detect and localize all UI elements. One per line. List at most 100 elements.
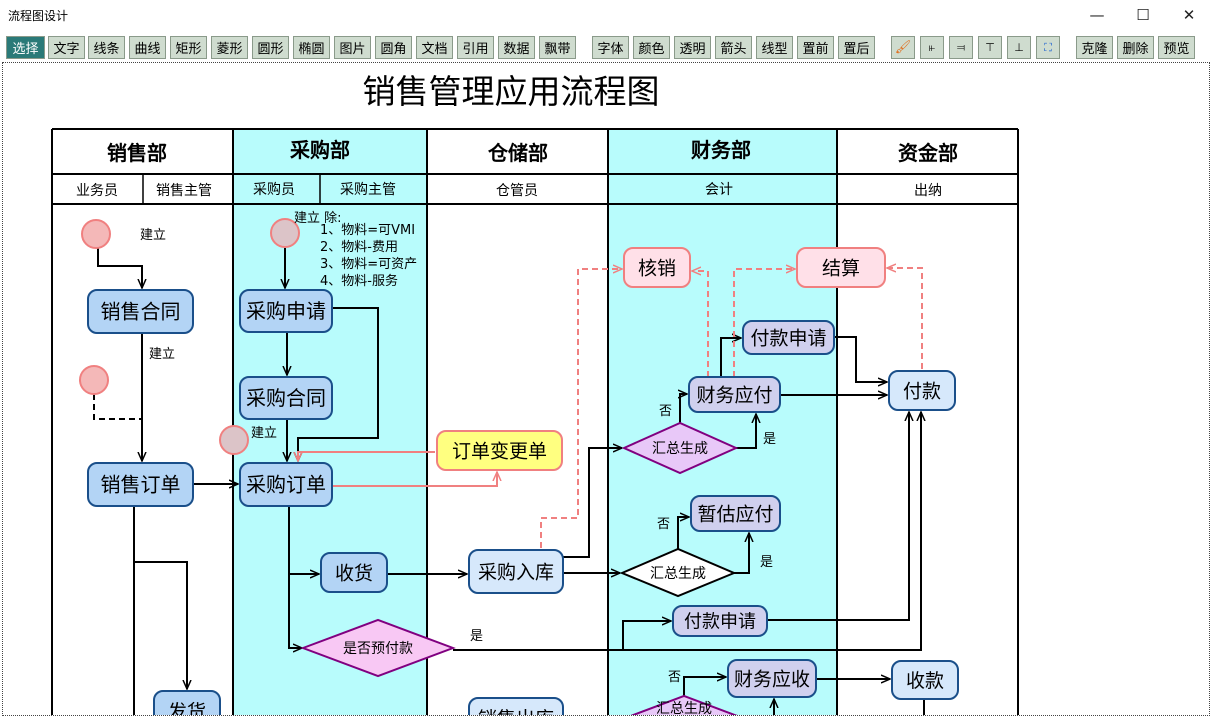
align-top-icon[interactable]: ⊤ (978, 36, 1002, 59)
node-purchase-order[interactable] (239, 462, 333, 507)
tool-select[interactable]: 选择 (6, 36, 45, 59)
label-no: 否 (657, 517, 670, 532)
tool-color[interactable]: 颜色 (633, 36, 670, 59)
select-frame-icon[interactable]: ⛶ (1036, 36, 1060, 59)
tool-line[interactable]: 线条 (88, 36, 125, 59)
decision-summary-2[interactable] (619, 547, 737, 598)
node-label: 财务应收 (734, 668, 810, 690)
role-warehouse-keeper: 仓管员 (496, 183, 538, 199)
align-bottom-icon[interactable]: ⊥ (1007, 36, 1031, 59)
tool-ellipse[interactable]: 椭圆 (293, 36, 330, 59)
note-item-3: 3、物料=可资产 (320, 257, 417, 272)
maximize-button[interactable]: ☐ (1136, 6, 1150, 24)
tool-document[interactable]: 文档 (416, 36, 453, 59)
preview-button[interactable]: 预览 (1158, 36, 1195, 59)
delete-button[interactable]: 删除 (1117, 36, 1154, 59)
decision-label: 汇总生成 (652, 441, 708, 457)
label-yes: 是 (760, 555, 773, 570)
node-ap-est[interactable] (690, 495, 781, 532)
node-label: 核销 (638, 257, 676, 279)
role-cashier: 出纳 (914, 183, 942, 199)
node-label: 付款申请 (750, 327, 826, 349)
node-receive[interactable] (320, 552, 388, 593)
node-pay[interactable] (888, 370, 956, 411)
node-label: 收款 (906, 670, 944, 692)
decision-label: 汇总生成 (650, 566, 706, 582)
diagram-title: 销售管理应用流程图 (363, 72, 660, 111)
node-ship[interactable] (153, 690, 221, 716)
note-create: 建立 (251, 426, 277, 441)
node-label: 结算 (822, 257, 860, 279)
lane-purchase-bg (233, 129, 427, 715)
node-purchase-in[interactable] (468, 549, 564, 594)
node-label: 付款申请 (684, 611, 756, 632)
node-label: 销售出库 (478, 708, 554, 716)
align-left-icon[interactable]: ⫦ (920, 36, 944, 59)
tool-circle[interactable]: 圆形 (252, 36, 289, 59)
clone-button[interactable]: 克隆 (1076, 36, 1113, 59)
tool-ribbon[interactable]: 飘带 (539, 36, 576, 59)
tool-opacity[interactable]: 透明 (674, 36, 711, 59)
tool-text[interactable]: 文字 (48, 36, 85, 59)
label-no: 否 (668, 670, 681, 685)
node-label: 发货 (168, 701, 206, 716)
label-no: 否 (659, 404, 672, 419)
node-sales-order[interactable] (87, 462, 194, 507)
tool-curve[interactable]: 曲线 (129, 36, 166, 59)
minimize-button[interactable]: — (1089, 6, 1105, 24)
node-settle[interactable] (796, 247, 886, 288)
node-pay-request1[interactable] (742, 320, 835, 355)
node-collect[interactable] (891, 660, 959, 700)
tool-font[interactable]: 字体 (592, 36, 629, 59)
dept-purchase: 采购部 (290, 138, 350, 162)
decision-summary-1[interactable] (621, 421, 739, 475)
node-label: 采购入库 (478, 561, 554, 583)
node-writeoff[interactable] (623, 247, 691, 288)
node-ar[interactable] (727, 659, 817, 698)
node-purchase-contract[interactable] (239, 376, 333, 420)
node-ap[interactable] (688, 376, 781, 413)
tool-bring-front[interactable]: 置前 (797, 36, 834, 59)
connectors (93, 248, 924, 715)
close-button[interactable]: ✕ (1182, 6, 1196, 24)
dept-finance: 财务部 (691, 138, 751, 162)
note-item-2: 2、物料-费用 (320, 240, 398, 255)
node-purchase-request[interactable] (239, 289, 333, 333)
align-right-icon[interactable]: ⫤ (949, 36, 973, 59)
role-accountant: 会计 (705, 182, 733, 198)
tool-diamond[interactable]: 菱形 (211, 36, 248, 59)
start-circle[interactable] (79, 365, 109, 395)
start-circle[interactable] (270, 218, 300, 248)
role-sales-manager: 销售主管 (156, 183, 212, 199)
node-order-change[interactable] (436, 430, 563, 471)
dept-sales: 销售部 (107, 141, 167, 165)
node-sales-contract[interactable] (87, 289, 194, 334)
start-circle[interactable] (219, 425, 249, 455)
node-pay-request2[interactable] (672, 605, 768, 637)
tool-send-back[interactable]: 置后 (838, 36, 875, 59)
role-purchaser: 采购员 (253, 182, 295, 198)
decision-summary-3[interactable] (612, 694, 756, 716)
node-label: 收货 (335, 562, 373, 584)
role-purchase-manager: 采购主管 (340, 182, 396, 198)
node-label: 销售合同 (101, 300, 181, 324)
node-label: 采购合同 (246, 386, 326, 410)
pink-connectors (298, 268, 923, 548)
note-create-except: 建立 除: (294, 211, 342, 226)
tool-image[interactable]: 图片 (334, 36, 371, 59)
start-circle[interactable] (81, 219, 111, 249)
tool-data[interactable]: 数据 (498, 36, 535, 59)
flowchart: 销售管理应用流程图 销售部 采购部 仓储部 财务部 资金部 业务员 销售主管 采… (51, 72, 1019, 716)
tool-arrow[interactable]: 箭头 (715, 36, 752, 59)
tool-reference[interactable]: 引用 (457, 36, 494, 59)
node-sales-out[interactable] (468, 697, 564, 716)
decision-prepay[interactable] (300, 618, 456, 678)
tool-linetype[interactable]: 线型 (756, 36, 793, 59)
tool-rounded[interactable]: 圆角 (375, 36, 412, 59)
tool-rect[interactable]: 矩形 (170, 36, 207, 59)
role-salesman: 业务员 (76, 183, 118, 199)
design-canvas[interactable]: 销售管理应用流程图 销售部 采购部 仓储部 财务部 资金部 业务员 销售主管 采… (2, 62, 1210, 716)
paint-brush-icon[interactable]: 🖌 (891, 36, 915, 59)
title-bar: 流程图设计 — ☐ ✕ (0, 0, 1212, 30)
decision-label: 汇总生成 (656, 701, 712, 716)
